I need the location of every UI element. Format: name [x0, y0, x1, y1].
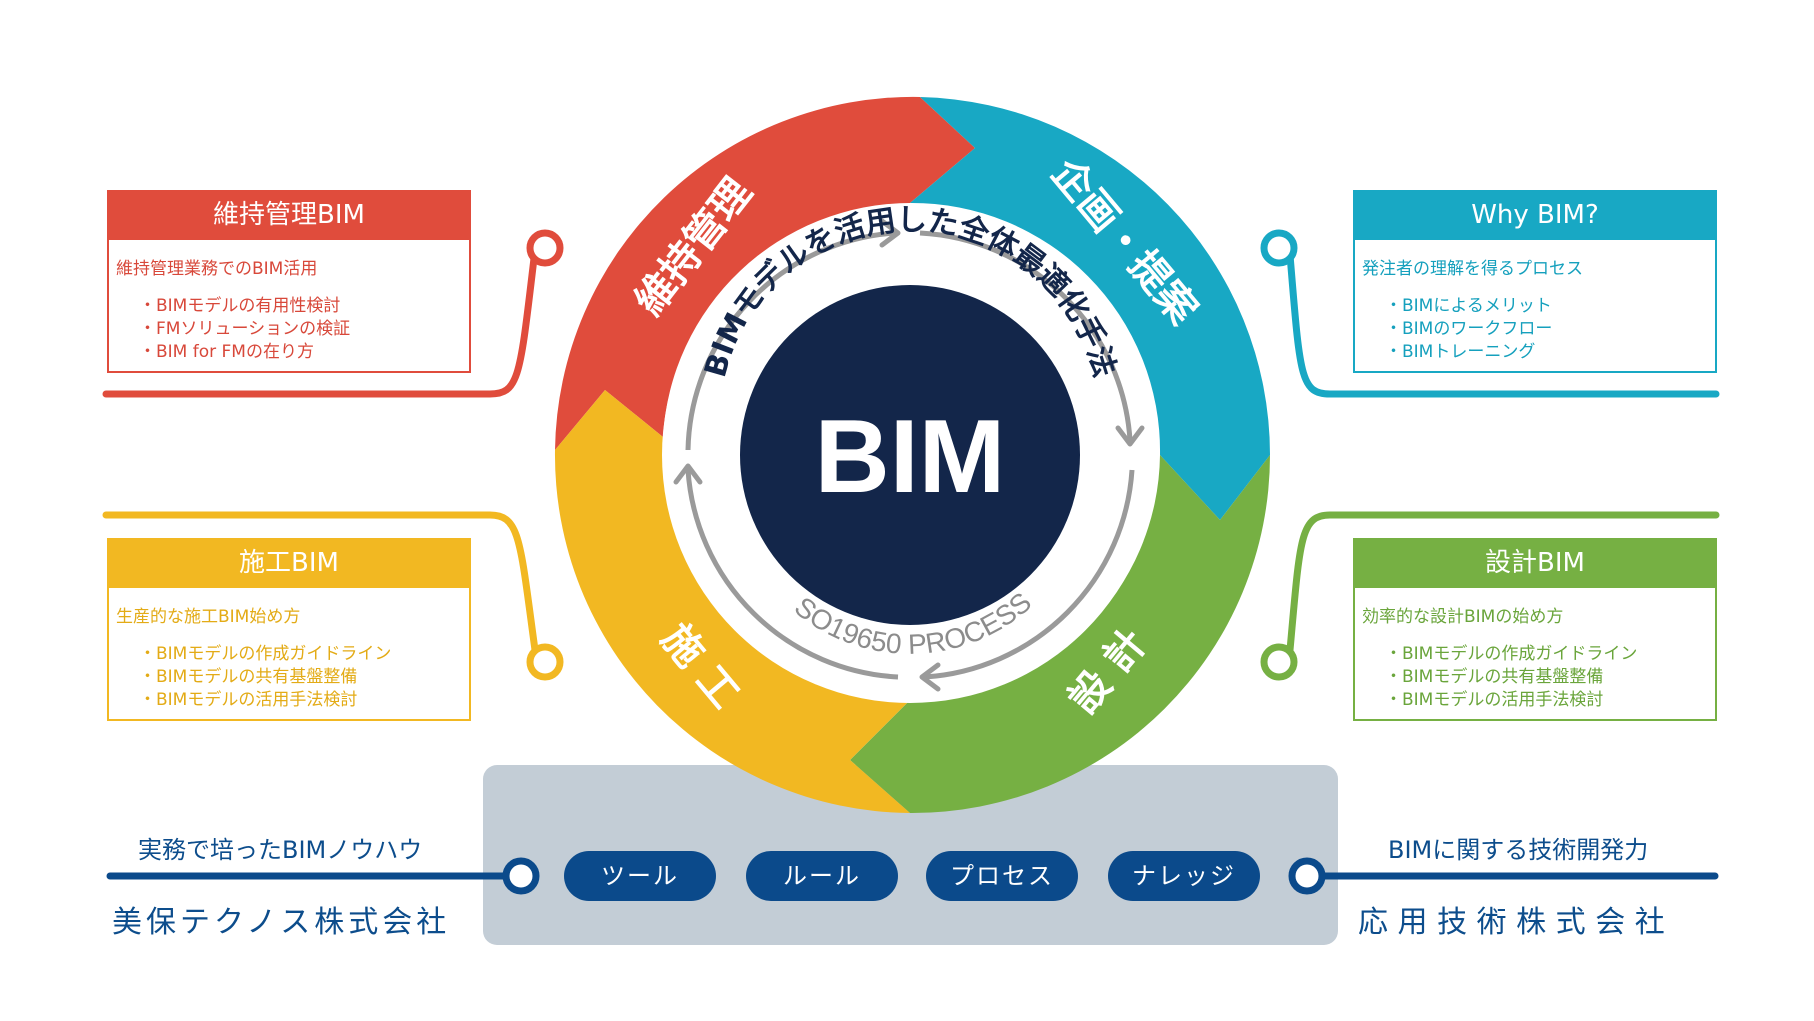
connector-dot-planning: [1260, 229, 1298, 267]
segment-construction: [554, 390, 910, 813]
right-company: 応 用 技 術 株 式 会 社: [1358, 905, 1665, 940]
list-item: BIM for FMの在り方: [139, 341, 469, 364]
pill-rules: ルール: [746, 851, 898, 901]
left-company: 美保テクノス株式会社: [112, 905, 451, 940]
list-item: BIMモデルの活用手法検討: [1385, 689, 1715, 712]
arrowhead-right: [1115, 425, 1145, 447]
cycle-arrow-bottom: [924, 469, 1135, 680]
panel-construction-subtitle: 生産的な施工BIM始め方: [116, 607, 301, 627]
list-item: BIMのワークフロー: [1385, 318, 1715, 341]
pill-tools: ツール: [564, 851, 716, 901]
segment-design: [850, 455, 1270, 814]
panel-why-title: Why BIM?: [1353, 190, 1717, 240]
left-caption: 実務で培ったBIMノウハウ: [138, 836, 423, 864]
list-item: BIMによるメリット: [1385, 295, 1715, 318]
pill-knowledge: ナレッジ: [1108, 851, 1260, 901]
panel-design-list: BIMモデルの作成ガイドライン BIMモデルの共有基盤整備 BIMモデルの活用手…: [1385, 643, 1715, 712]
panel-design-title: 設計BIM: [1353, 538, 1717, 588]
cycle-arrow-right-top: [919, 230, 1133, 441]
connector-dot-construction: [526, 643, 564, 681]
panel-maintenance-title: 維持管理BIM: [107, 190, 471, 240]
arrowhead-top: [879, 218, 901, 248]
connector-maintenance: [102, 249, 539, 398]
connector-construction: [102, 511, 539, 654]
panel-maintenance-list: BIMモデルの有用性検討 FMソリューションの検証 BIM for FMの在り方: [139, 295, 469, 364]
list-item: BIMモデルの共有基盤整備: [139, 666, 469, 689]
arrowhead-left: [673, 463, 703, 485]
connector-design: [1286, 511, 1720, 654]
segment-maintenance: [555, 96, 975, 451]
list-item: BIMトレーニング: [1385, 341, 1715, 364]
cycle-arrow-left: [685, 469, 899, 680]
center-title: BIM: [815, 399, 1006, 515]
panel-design-subtitle: 効率的な設計BIMの始め方: [1362, 607, 1564, 627]
connector-planning: [1286, 251, 1720, 398]
panel-why-bim: Why BIM? 発注者の理解を得るプロセス BIMによるメリット BIMのワー…: [1353, 190, 1717, 373]
connector-dot-bottom-right: [1288, 857, 1326, 895]
right-caption: BIMに関する技術開発力: [1388, 836, 1649, 864]
list-item: BIMモデルの有用性検討: [139, 295, 469, 318]
segment-planning: [910, 97, 1270, 520]
panel-maintenance-bim: 維持管理BIM 維持管理業務でのBIM活用 BIMモデルの有用性検討 FMソリュ…: [107, 190, 471, 373]
list-item: BIMモデルの共有基盤整備: [1385, 666, 1715, 689]
center-core: [740, 285, 1080, 625]
list-item: BIMモデルの活用手法検討: [139, 689, 469, 712]
panel-construction-list: BIMモデルの作成ガイドライン BIMモデルの共有基盤整備 BIMモデルの活用手…: [139, 643, 469, 712]
panel-maintenance-subtitle: 維持管理業務でのBIM活用: [116, 259, 318, 279]
panel-construction-bim: 施工BIM 生産的な施工BIM始め方 BIMモデルの作成ガイドライン BIMモデ…: [107, 538, 471, 721]
cycle-arrow-top: [685, 230, 896, 451]
connector-dot-maintenance: [526, 229, 564, 267]
panel-design-bim: 設計BIM 効率的な設計BIMの始め方 BIMモデルの作成ガイドライン BIMモ…: [1353, 538, 1717, 721]
panel-why-list: BIMによるメリット BIMのワークフロー BIMトレーニング: [1385, 295, 1715, 364]
list-item: BIMモデルの作成ガイドライン: [1385, 643, 1715, 666]
panel-construction-title: 施工BIM: [107, 538, 471, 588]
connector-dot-design: [1260, 643, 1298, 681]
arrowhead-bottom: [919, 662, 941, 692]
list-item: BIMモデルの作成ガイドライン: [139, 643, 469, 666]
panel-why-subtitle: 発注者の理解を得るプロセス: [1362, 259, 1583, 279]
list-item: FMソリューションの検証: [139, 318, 469, 341]
connector-dot-bottom-left: [502, 857, 540, 895]
pill-process: プロセス: [926, 851, 1078, 901]
